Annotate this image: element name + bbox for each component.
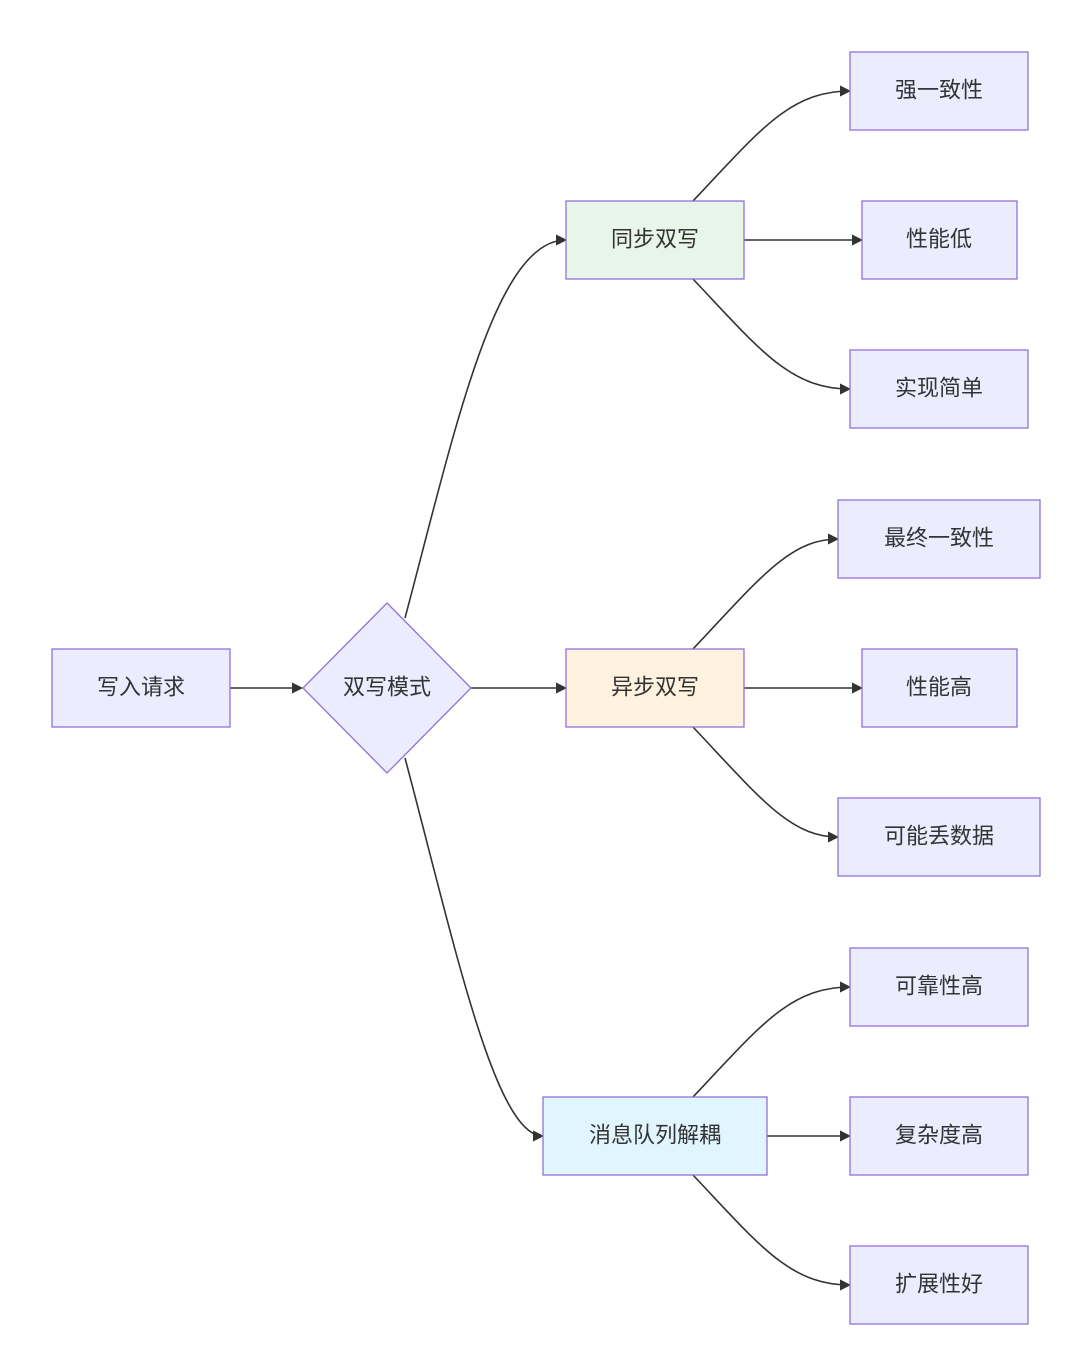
node-sync-dual-write: 同步双写 xyxy=(565,200,745,280)
node-high-complexity: 复杂度高 xyxy=(849,1096,1029,1176)
node-may-lose-data: 可能丢数据 xyxy=(837,797,1041,877)
node-strong-consistency: 强一致性 xyxy=(849,51,1029,131)
node-high-performance: 性能高 xyxy=(861,648,1018,728)
node-label: 异步双写 xyxy=(611,676,699,701)
node-high-reliability: 可靠性高 xyxy=(849,947,1029,1027)
node-label: 复杂度高 xyxy=(895,1124,983,1149)
node-async-dual-write: 异步双写 xyxy=(565,648,745,728)
node-low-performance: 性能低 xyxy=(861,200,1018,280)
edge-async-dual-write-to-may-lose-data xyxy=(692,726,840,843)
node-label: 扩展性好 xyxy=(895,1273,983,1298)
node-dual-write-mode: 双写模式 xyxy=(302,602,472,774)
node-good-scalability: 扩展性好 xyxy=(849,1245,1029,1325)
node-eventual-consistency: 最终一致性 xyxy=(837,499,1041,579)
node-label: 可靠性高 xyxy=(895,975,983,1000)
edge-mq-decouple-to-high-reliability xyxy=(692,981,852,1098)
node-label: 强一致性 xyxy=(895,79,983,104)
node-label: 可能丢数据 xyxy=(884,825,994,850)
edge-mq-decouple-to-good-scalability xyxy=(692,1174,852,1291)
node-label: 性能高 xyxy=(906,676,972,701)
edge-dual-write-mode-to-sync-dual-write xyxy=(404,234,568,619)
node-label: 同步双写 xyxy=(611,228,699,253)
edge-sync-dual-write-to-strong-consistency xyxy=(692,85,852,202)
edge-dual-write-mode-to-mq-decouple xyxy=(404,757,545,1142)
node-mq-decouple: 消息队列解耦 xyxy=(542,1096,768,1176)
node-label: 实现简单 xyxy=(895,377,983,402)
edges xyxy=(230,85,864,1291)
node-label: 写入请求 xyxy=(97,676,185,701)
node-label: 最终一致性 xyxy=(884,527,994,552)
node-label: 消息队列解耦 xyxy=(589,1124,721,1149)
node-simple-impl: 实现简单 xyxy=(849,349,1029,429)
edge-sync-dual-write-to-simple-impl xyxy=(692,278,852,395)
node-write-request: 写入请求 xyxy=(51,648,231,728)
node-label: 性能低 xyxy=(906,228,972,253)
node-label: 双写模式 xyxy=(343,676,431,701)
edge-async-dual-write-to-eventual-consistency xyxy=(692,533,840,650)
